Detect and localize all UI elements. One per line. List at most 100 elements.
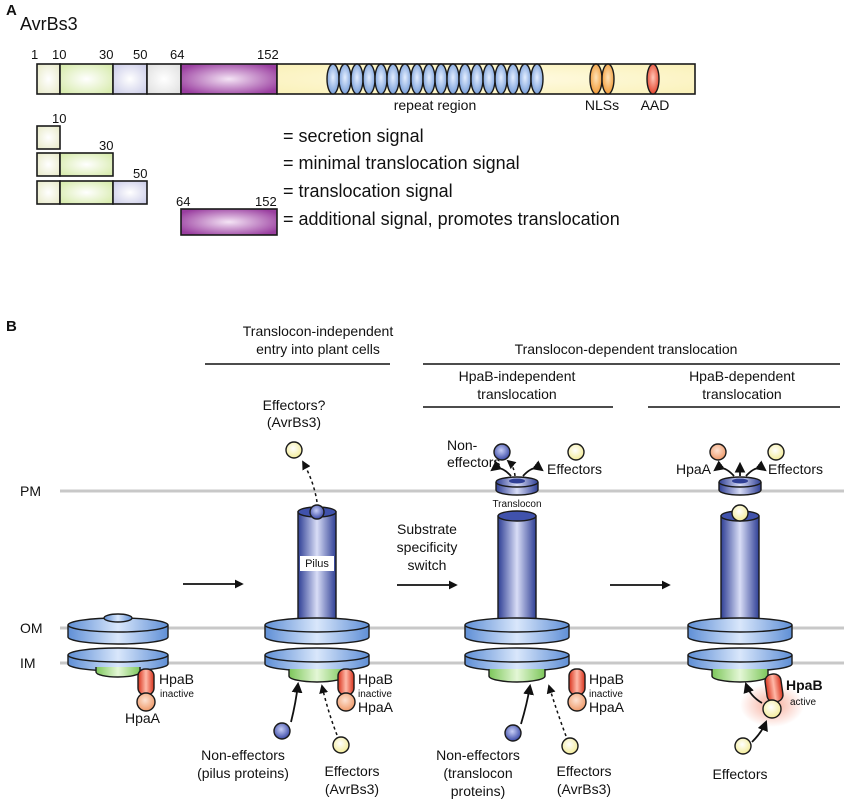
dashed-arrow-pilus-out [302,460,318,503]
basal-apparatus-1 [67,613,169,678]
pos-10: 10 [52,47,66,62]
im-label: IM [20,655,36,671]
hpaa-label-4: HpaA [676,461,712,477]
inactive-label-1: inactive [160,689,194,700]
effectors-label-4a: Effectors [768,461,823,477]
hpaa-top-4 [709,443,727,461]
aad-label: AAD [641,97,670,113]
hpab-hpaa-complex-1 [136,668,156,712]
non-effectors-label-2: Non-effectors [201,747,285,763]
legend-minimal-text: = minimal translocation signal [283,153,520,173]
dashed-arrow-effector-2 [319,684,338,736]
hpab-label-1: HpaB [159,671,194,687]
segment-1-10 [36,63,61,95]
legend-10-number: 10 [52,111,66,126]
legend-secretion-signal: 10 = secretion signal [36,111,424,150]
hpaa-label-2: HpaA [358,699,394,715]
arrow-left-3 [490,460,512,477]
segment-64-152 [180,63,278,95]
segment-50-64 [146,63,182,95]
switch-line1: Substrate [397,521,457,537]
dashed-arrow-non-3 [506,459,517,477]
pilus-label: Pilus [305,558,329,570]
header-indep-line1: Translocon-independent [243,323,394,339]
hpab-hpaa-complex-2 [336,668,356,712]
avrbs3-label-top: (AvrBs3) [267,414,321,430]
effectors-q-label: Effectors? [263,397,326,413]
aad-motif [646,63,660,95]
pos-1: 1 [31,47,38,62]
translocon-label: Translocon [492,499,541,510]
legend-translocation-text: = translocation signal [283,181,453,201]
nls-motifs [589,63,615,95]
effector-bottom-2 [332,736,350,754]
panel-a-label: A [6,2,17,19]
repeat-region [326,63,544,95]
pos-64: 64 [170,47,184,62]
translocon-apparatus-3 [464,476,570,683]
pos-30: 30 [99,47,113,62]
header-hpab-dep-line2: translocation [702,386,781,402]
avrbs3-label-3: (AvrBs3) [557,781,611,797]
legend-30-number: 30 [99,138,113,153]
effectors-label-3c: Effectors [557,763,612,779]
legend-50-number: 50 [133,166,147,181]
effector-bottom-3 [561,737,579,755]
legend-additional-text: = additional signal, promotes translocat… [283,209,620,229]
non-effector-3 [504,724,522,742]
effector-top-4 [767,443,785,461]
effector-bottom-4 [734,737,752,755]
arrow-left-4 [713,460,735,477]
effectors-label-4b: Effectors [713,766,768,782]
switch-line3: switch [408,557,447,573]
non-label-3: Non- [447,437,478,453]
translocon-proteins-line2: proteins) [451,783,505,799]
hpab-label-4: HpaB [786,677,823,693]
header-indep-line2: entry into plant cells [256,341,380,357]
arrow-effector-4 [751,719,768,743]
pm-label: PM [20,483,41,499]
effector-top-2 [285,441,303,459]
hpab-label-2: HpaB [358,671,393,687]
arrow-right-3 [522,460,544,477]
hpaa-label-1: HpaA [125,710,161,726]
translocon-proteins-line1: (translocon [443,765,512,781]
legend-64-number: 64 [176,194,190,209]
active-label-4: active [790,697,817,708]
header-hpab-indep-line1: HpaB-independent [459,368,576,384]
legend-minimal-translocation: 30 = minimal translocation signal [36,138,520,177]
inactive-label-3: inactive [589,689,623,700]
pilus-proteins-label: (pilus proteins) [197,765,289,781]
switch-line2: specificity [397,539,458,555]
non-effector-2 [273,722,291,740]
legend-152-number: 152 [255,194,277,209]
effectors-label-3b: Effectors [547,461,602,477]
pos-50: 50 [133,47,147,62]
header-hpab-indep-line2: translocation [477,386,556,402]
repeat-region-label: repeat region [394,97,477,113]
arrow-non-effector-3 [520,683,534,725]
protein-name: AvrBs3 [20,14,78,34]
inactive-label-2: inactive [358,689,392,700]
panel-b-label: B [6,318,17,335]
dashed-arrow-effector-3 [546,684,567,737]
om-label: OM [20,620,43,636]
header-hpab-dep-line1: HpaB-dependent [689,368,795,384]
legend-additional-signal: 64 152 = additional signal, promotes tra… [176,194,620,236]
hpab-active-complex [740,673,804,727]
non-effector-top-3 [493,443,511,461]
pilus-apparatus [264,504,370,683]
pos-152: 152 [257,47,279,62]
effector-top-3 [567,443,585,461]
hpaa-label-3: HpaA [589,699,625,715]
legend-translocation: 50 = translocation signal [36,166,453,205]
nls-label: NLSs [585,97,619,113]
non-effectors-label-3: Non-effectors [436,747,520,763]
arrow-hpab-in [743,681,763,704]
protein-bar [36,63,696,95]
segment-30-50 [112,63,148,95]
effectors-label-2: Effectors [325,763,380,779]
hpab-hpaa-complex-3 [567,668,587,712]
avrbs3-label-2: (AvrBs3) [325,781,379,797]
